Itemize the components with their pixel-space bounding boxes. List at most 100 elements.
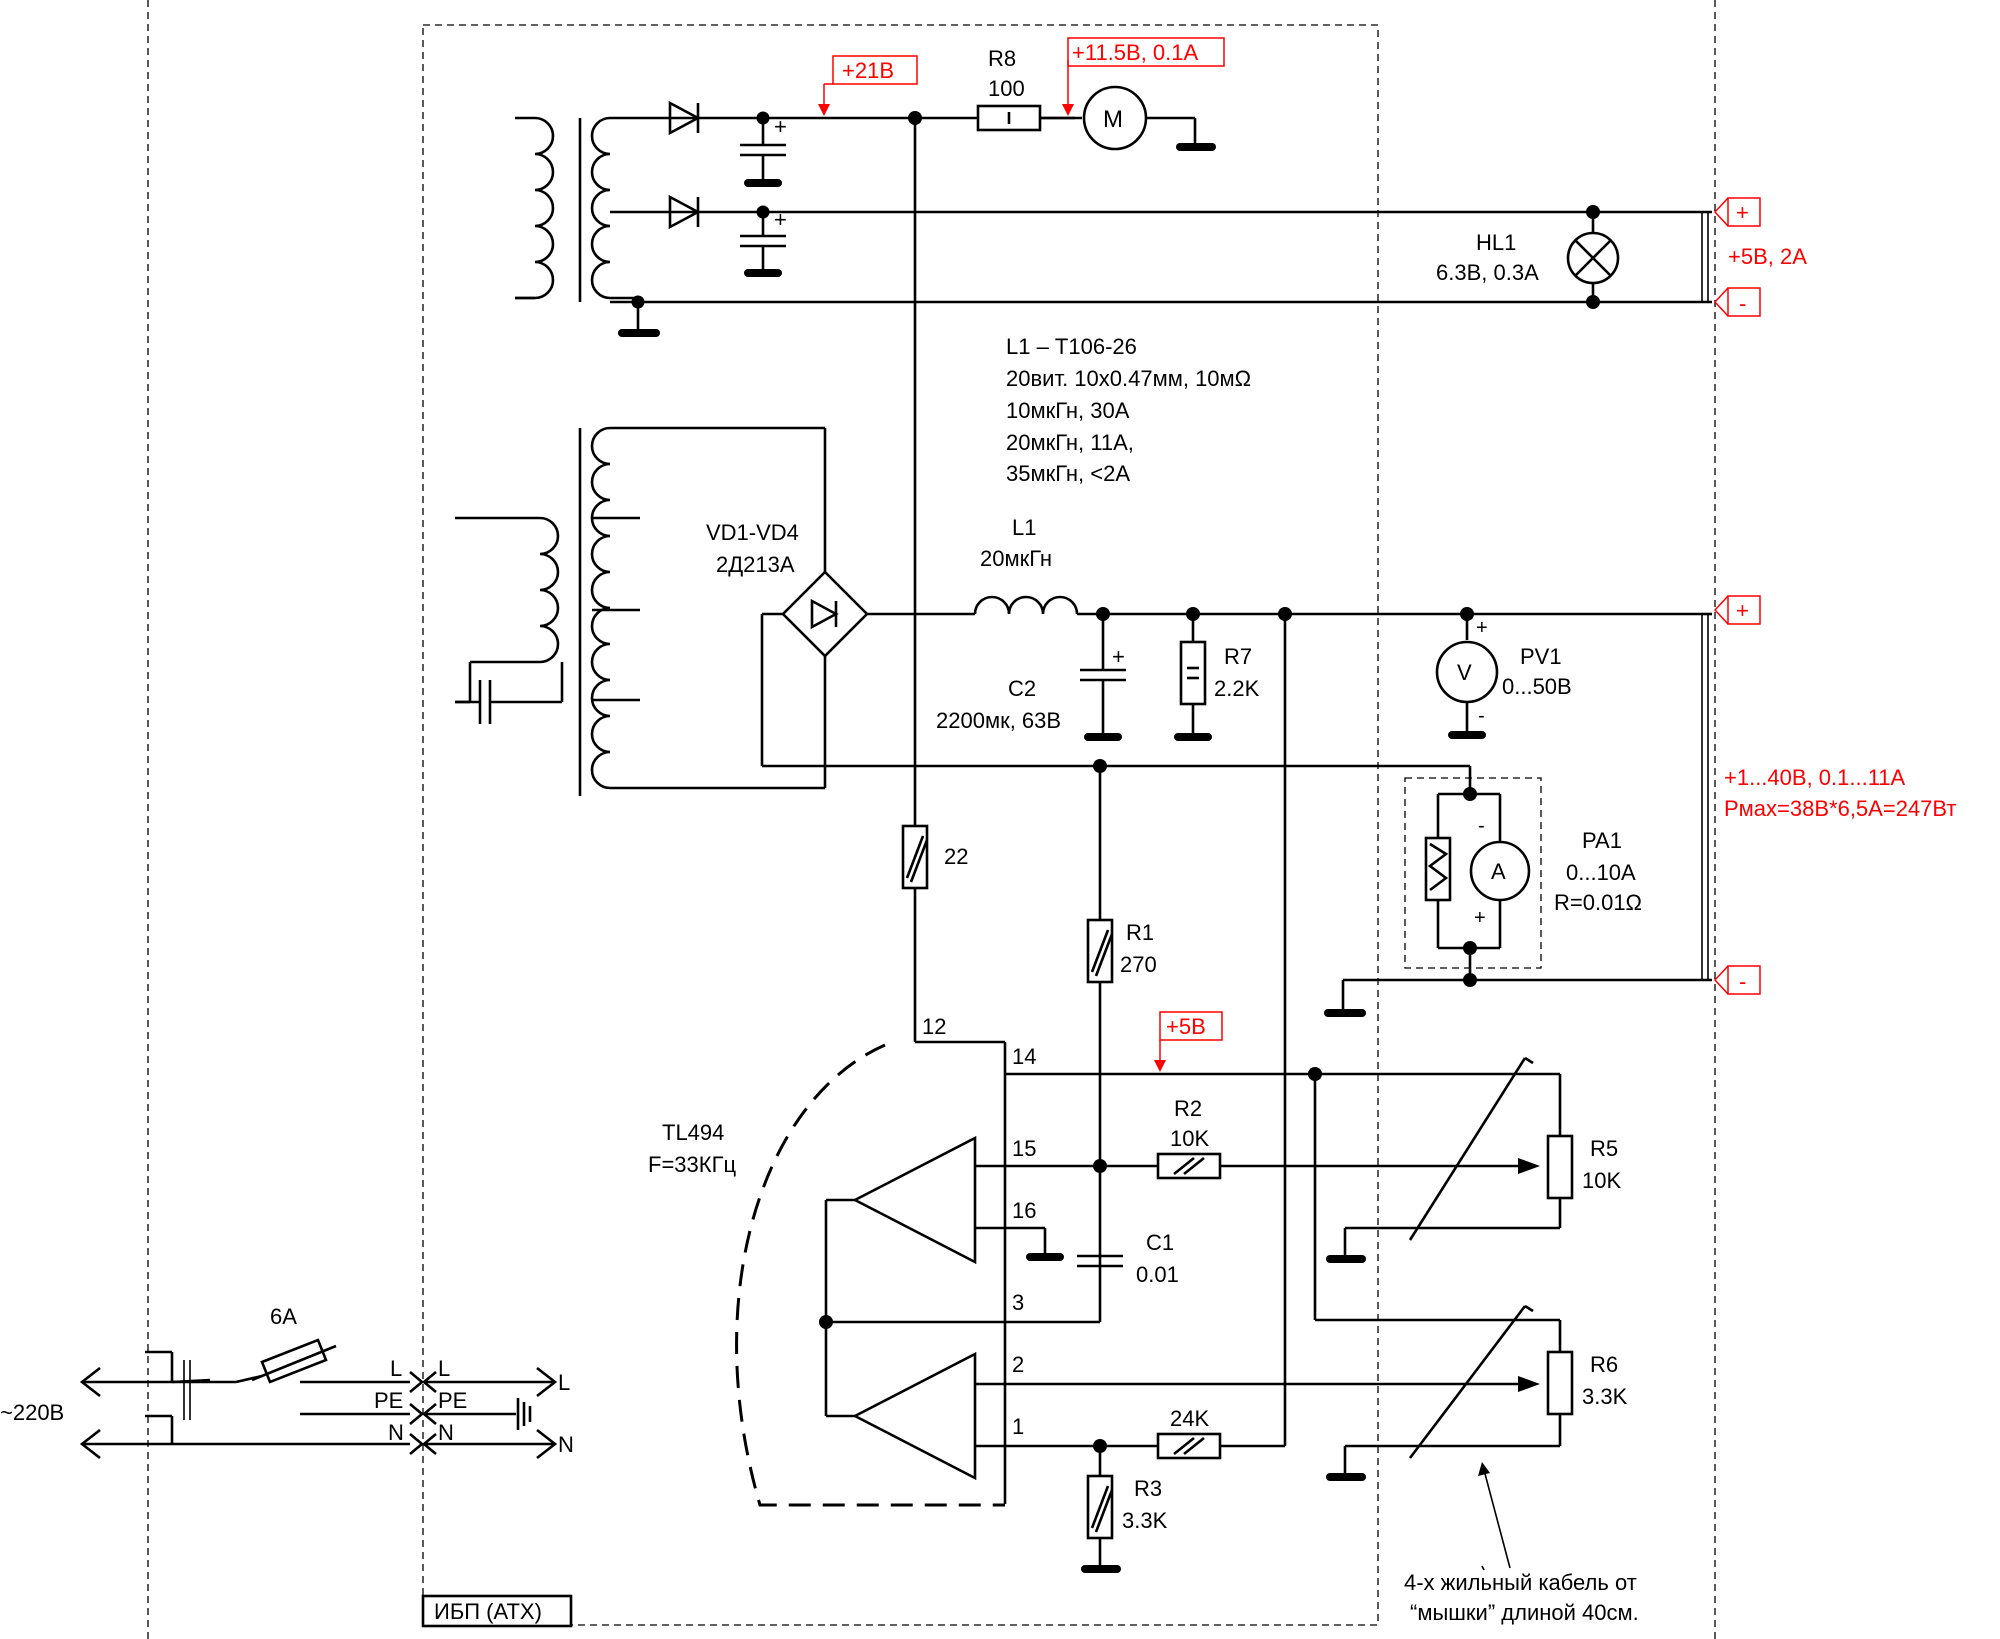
amp-letter: A: [1491, 859, 1506, 884]
cable-note-2: “мышки” длиной 40см.: [1410, 1600, 1639, 1625]
r7-value: 2.2K: [1214, 676, 1260, 701]
minus-main-text: -: [1739, 969, 1746, 994]
v5-text: +5В: [1166, 1014, 1206, 1039]
output-main-label-1: +1...40В, 0.1...11А: [1724, 765, 1906, 790]
r24k-text: 24K: [1170, 1406, 1209, 1431]
motor-letter: M: [1103, 106, 1123, 133]
minus-5v-text: -: [1739, 291, 1746, 316]
output-main-connector: + - +1...40В, 0.1...11А Pмах=38В*6,5А=24…: [1701, 595, 1956, 995]
v21-text: +21В: [842, 58, 894, 83]
l1-spec-1: L1 – Т106-26: [1006, 334, 1137, 359]
output-main-label-2: Pмах=38В*6,5А=247Вт: [1724, 796, 1956, 821]
cable-note-1: 4-х жильный кабель от: [1404, 1570, 1637, 1595]
vref-line: +5В: [1005, 1011, 1560, 1081]
tl494-label: TL494: [662, 1120, 724, 1145]
l1-spec-4: 20мкГн, 11А,: [1006, 430, 1134, 455]
r5-value: 10K: [1582, 1168, 1621, 1193]
output-5v-label: +5В, 2А: [1728, 244, 1807, 269]
cable-note: 4-х жильный кабель от “мышки” длиной 40с…: [1404, 1462, 1639, 1625]
r6-value: 3.3K: [1582, 1384, 1628, 1409]
psu-text: ИБП (АТХ): [434, 1599, 542, 1624]
plus-main-text: +: [1736, 598, 1749, 623]
pa1-value1: 0...10А: [1566, 860, 1636, 885]
r8-name: R8: [988, 46, 1016, 71]
vd-name: VD1-VD4: [706, 520, 799, 545]
diode-bridge: VD1-VD4 2Д213А: [706, 520, 1470, 768]
r2-r5: R2 10K R5 10K: [1005, 1056, 1621, 1263]
r2-name: R2: [1174, 1096, 1202, 1121]
pin2-label: 2: [1012, 1352, 1024, 1377]
rectifier-top: + +: [618, 100, 1595, 337]
r5-name: R5: [1590, 1136, 1618, 1161]
hl1-name: HL1: [1476, 230, 1516, 255]
l1-spec-5: 35мкГн, <2А: [1006, 461, 1130, 486]
r8-value: 100: [988, 76, 1025, 101]
mains-text: ~220В: [0, 1400, 64, 1425]
pa1-plus: +: [1474, 907, 1486, 929]
conn-N-left: N: [388, 1420, 404, 1445]
conn-L-right: L: [438, 1356, 450, 1381]
pa1-minus: -: [1478, 815, 1485, 837]
fuse-text: 6А: [270, 1304, 297, 1329]
pa1-name: PA1: [1582, 828, 1622, 853]
conn-PE-right: PE: [438, 1388, 467, 1413]
r24k-r3: 24K R3 3.3K: [1005, 1406, 1285, 1573]
output-5v-connector: + - +5В, 2А: [1595, 197, 1807, 317]
c2-plus: +: [1112, 644, 1125, 669]
tl494-chip: 12 14 15 16 3 2 1 TL494 F=33КГц: [648, 1014, 1100, 1507]
conn-L-left: L: [390, 1356, 402, 1381]
l1-spec-2: 20вит. 10х0.47мм, 10мΩ: [1006, 366, 1251, 391]
pin3-label: 3: [1012, 1290, 1024, 1315]
pv1-value: 0...50В: [1502, 674, 1572, 699]
cap1-plus: +: [774, 114, 787, 139]
r22-resistor: 22: [901, 118, 968, 1042]
volt-letter: V: [1457, 660, 1472, 685]
l1-inductor: L1 20мкГн: [973, 515, 1702, 616]
pv1-voltmeter: V + - PV1 0...50В: [1435, 607, 1572, 739]
vd-value: 2Д213А: [716, 552, 795, 577]
r8-motor: R8 100 M +11.5В, 0.1А: [976, 37, 1225, 151]
out-N: N: [558, 1432, 574, 1457]
r1-resistor: R1 270: [1086, 759, 1157, 1322]
conn-PE-left: PE: [374, 1388, 403, 1413]
l1-value: 20мкГн: [980, 546, 1052, 571]
hl1-lamp: HL1 6.3В, 0.3А: [1436, 205, 1620, 309]
v115-text: +11.5В, 0.1А: [1072, 40, 1199, 65]
pin16-label: 16: [1012, 1198, 1036, 1223]
top-transformer: [515, 116, 1595, 304]
freq-label: F=33КГц: [648, 1152, 736, 1177]
pv1-plus: +: [1476, 617, 1488, 639]
c2-value: 2200мк, 63В: [936, 708, 1061, 733]
boundary-lines: [147, 0, 1716, 1639]
plus-5v-text: +: [1736, 200, 1749, 225]
r3-value: 3.3K: [1122, 1508, 1168, 1533]
c2-name: C2: [1008, 676, 1036, 701]
r2-value: 10K: [1170, 1126, 1209, 1151]
main-transformer: [455, 426, 827, 796]
conn-N-right: N: [438, 1420, 454, 1445]
label-21v: +21В: [818, 55, 918, 116]
pv1-name: PV1: [1520, 644, 1562, 669]
c1-capacitor: C1 0.01: [1077, 1230, 1179, 1287]
cap2-plus: +: [774, 207, 787, 232]
l1-spec-3: 10мкГн, 30А: [1006, 398, 1130, 423]
psu-label: ИБП (АТХ): [421, 1594, 573, 1628]
out-L: L: [558, 1370, 570, 1395]
r3-name: R3: [1134, 1476, 1162, 1501]
pin14-label: 14: [1012, 1044, 1036, 1069]
r6-name: R6: [1590, 1352, 1618, 1377]
c1-name: C1: [1146, 1230, 1174, 1255]
r6: R6 3.3K: [1005, 1074, 1628, 1481]
r7-name: R7: [1224, 644, 1252, 669]
pin12-label: 12: [922, 1014, 946, 1039]
r7-resistor: R7 2.2K: [1174, 607, 1260, 741]
pa1-value2: R=0.01Ω: [1554, 890, 1642, 915]
pa1-ammeter: A - + PA1 0...10А R=0.01Ω: [1324, 766, 1712, 1017]
l1-spec-text: L1 – Т106-26 20вит. 10х0.47мм, 10мΩ 10мк…: [1006, 334, 1251, 486]
r22-text: 22: [944, 844, 968, 869]
pin15-label: 15: [1012, 1136, 1036, 1161]
c1-value: 0.01: [1136, 1262, 1179, 1287]
pin1-label: 1: [1012, 1414, 1024, 1439]
c2-capacitor: + C2 2200мк, 63В: [936, 607, 1126, 741]
